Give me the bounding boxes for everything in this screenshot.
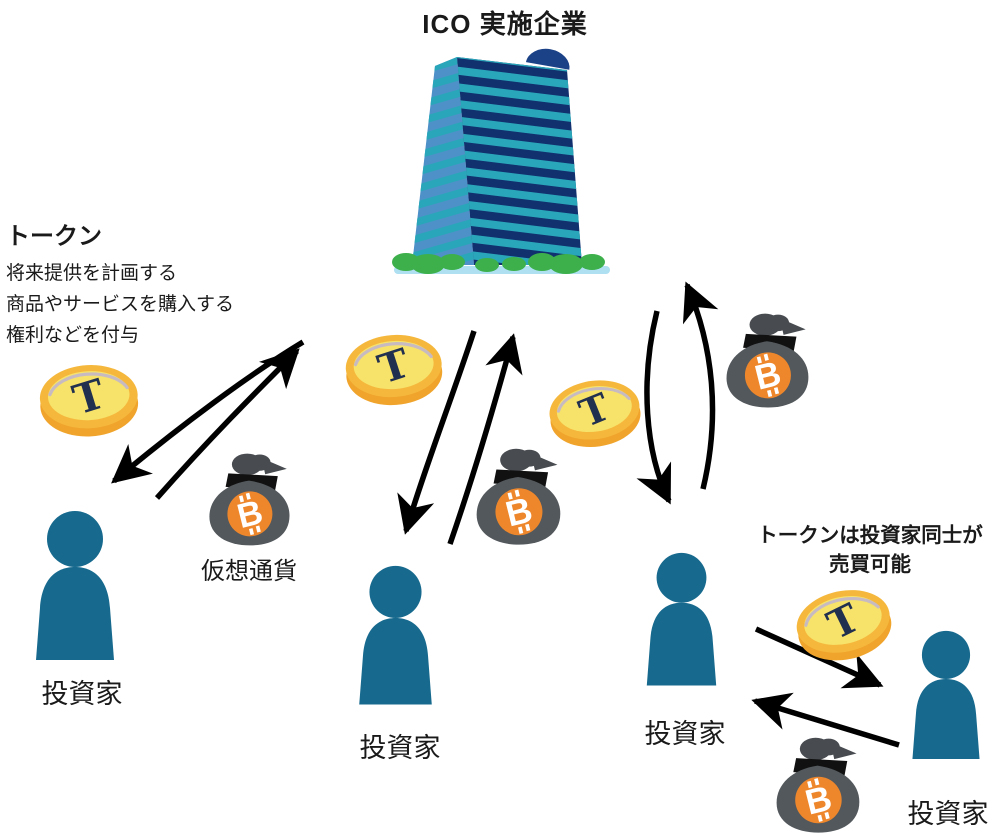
crypto-bag-p2p — [771, 734, 864, 833]
investor-label-p2p: 投資家 — [907, 799, 989, 829]
investor-icon-right — [637, 552, 726, 686]
token-note-line: 権利などを付与 — [6, 324, 140, 346]
investor-icon-middle — [349, 565, 442, 705]
crypto-bag-right — [721, 310, 813, 409]
token-note-line: 商品やサービスを購入する — [6, 293, 235, 315]
crypto-bag-middle — [471, 445, 565, 547]
building-right-face — [457, 57, 582, 265]
company-building-illustration — [392, 48, 610, 274]
p2p-trade-note: トークンは投資家同士が 売買可能 — [742, 522, 998, 579]
token-coin-middle — [339, 326, 448, 413]
token-note: トークン 将来提供を計画する 商品やサービスを購入する 権利などを付与 — [6, 216, 306, 351]
p2p-note-line: 売買可能 — [829, 552, 911, 576]
token-coin-p2p — [786, 576, 902, 674]
token-note-heading: トークン — [6, 223, 102, 250]
building-dome — [525, 48, 570, 70]
investor-label-middle: 投資家 — [359, 733, 441, 763]
investor-label-right: 投資家 — [644, 719, 726, 749]
token-coin-left — [34, 357, 144, 444]
crypto-currency-label: 仮想通貨 — [201, 558, 297, 585]
investor-icon-left — [25, 510, 125, 660]
arrow-token-to-investor-right — [636, 310, 672, 505]
bushes — [392, 253, 605, 274]
arrow-payment-to-company-right — [682, 281, 719, 490]
crypto-bag-left — [204, 450, 294, 547]
p2p-note-line: トークンは投資家同士が — [757, 524, 983, 547]
investor-label-left: 投資家 — [41, 679, 123, 709]
diagram-title: ICO 実施企業 — [422, 9, 588, 39]
token-note-line: 将来提供を計画する — [6, 263, 178, 284]
investor-icon-p2p — [903, 630, 989, 759]
